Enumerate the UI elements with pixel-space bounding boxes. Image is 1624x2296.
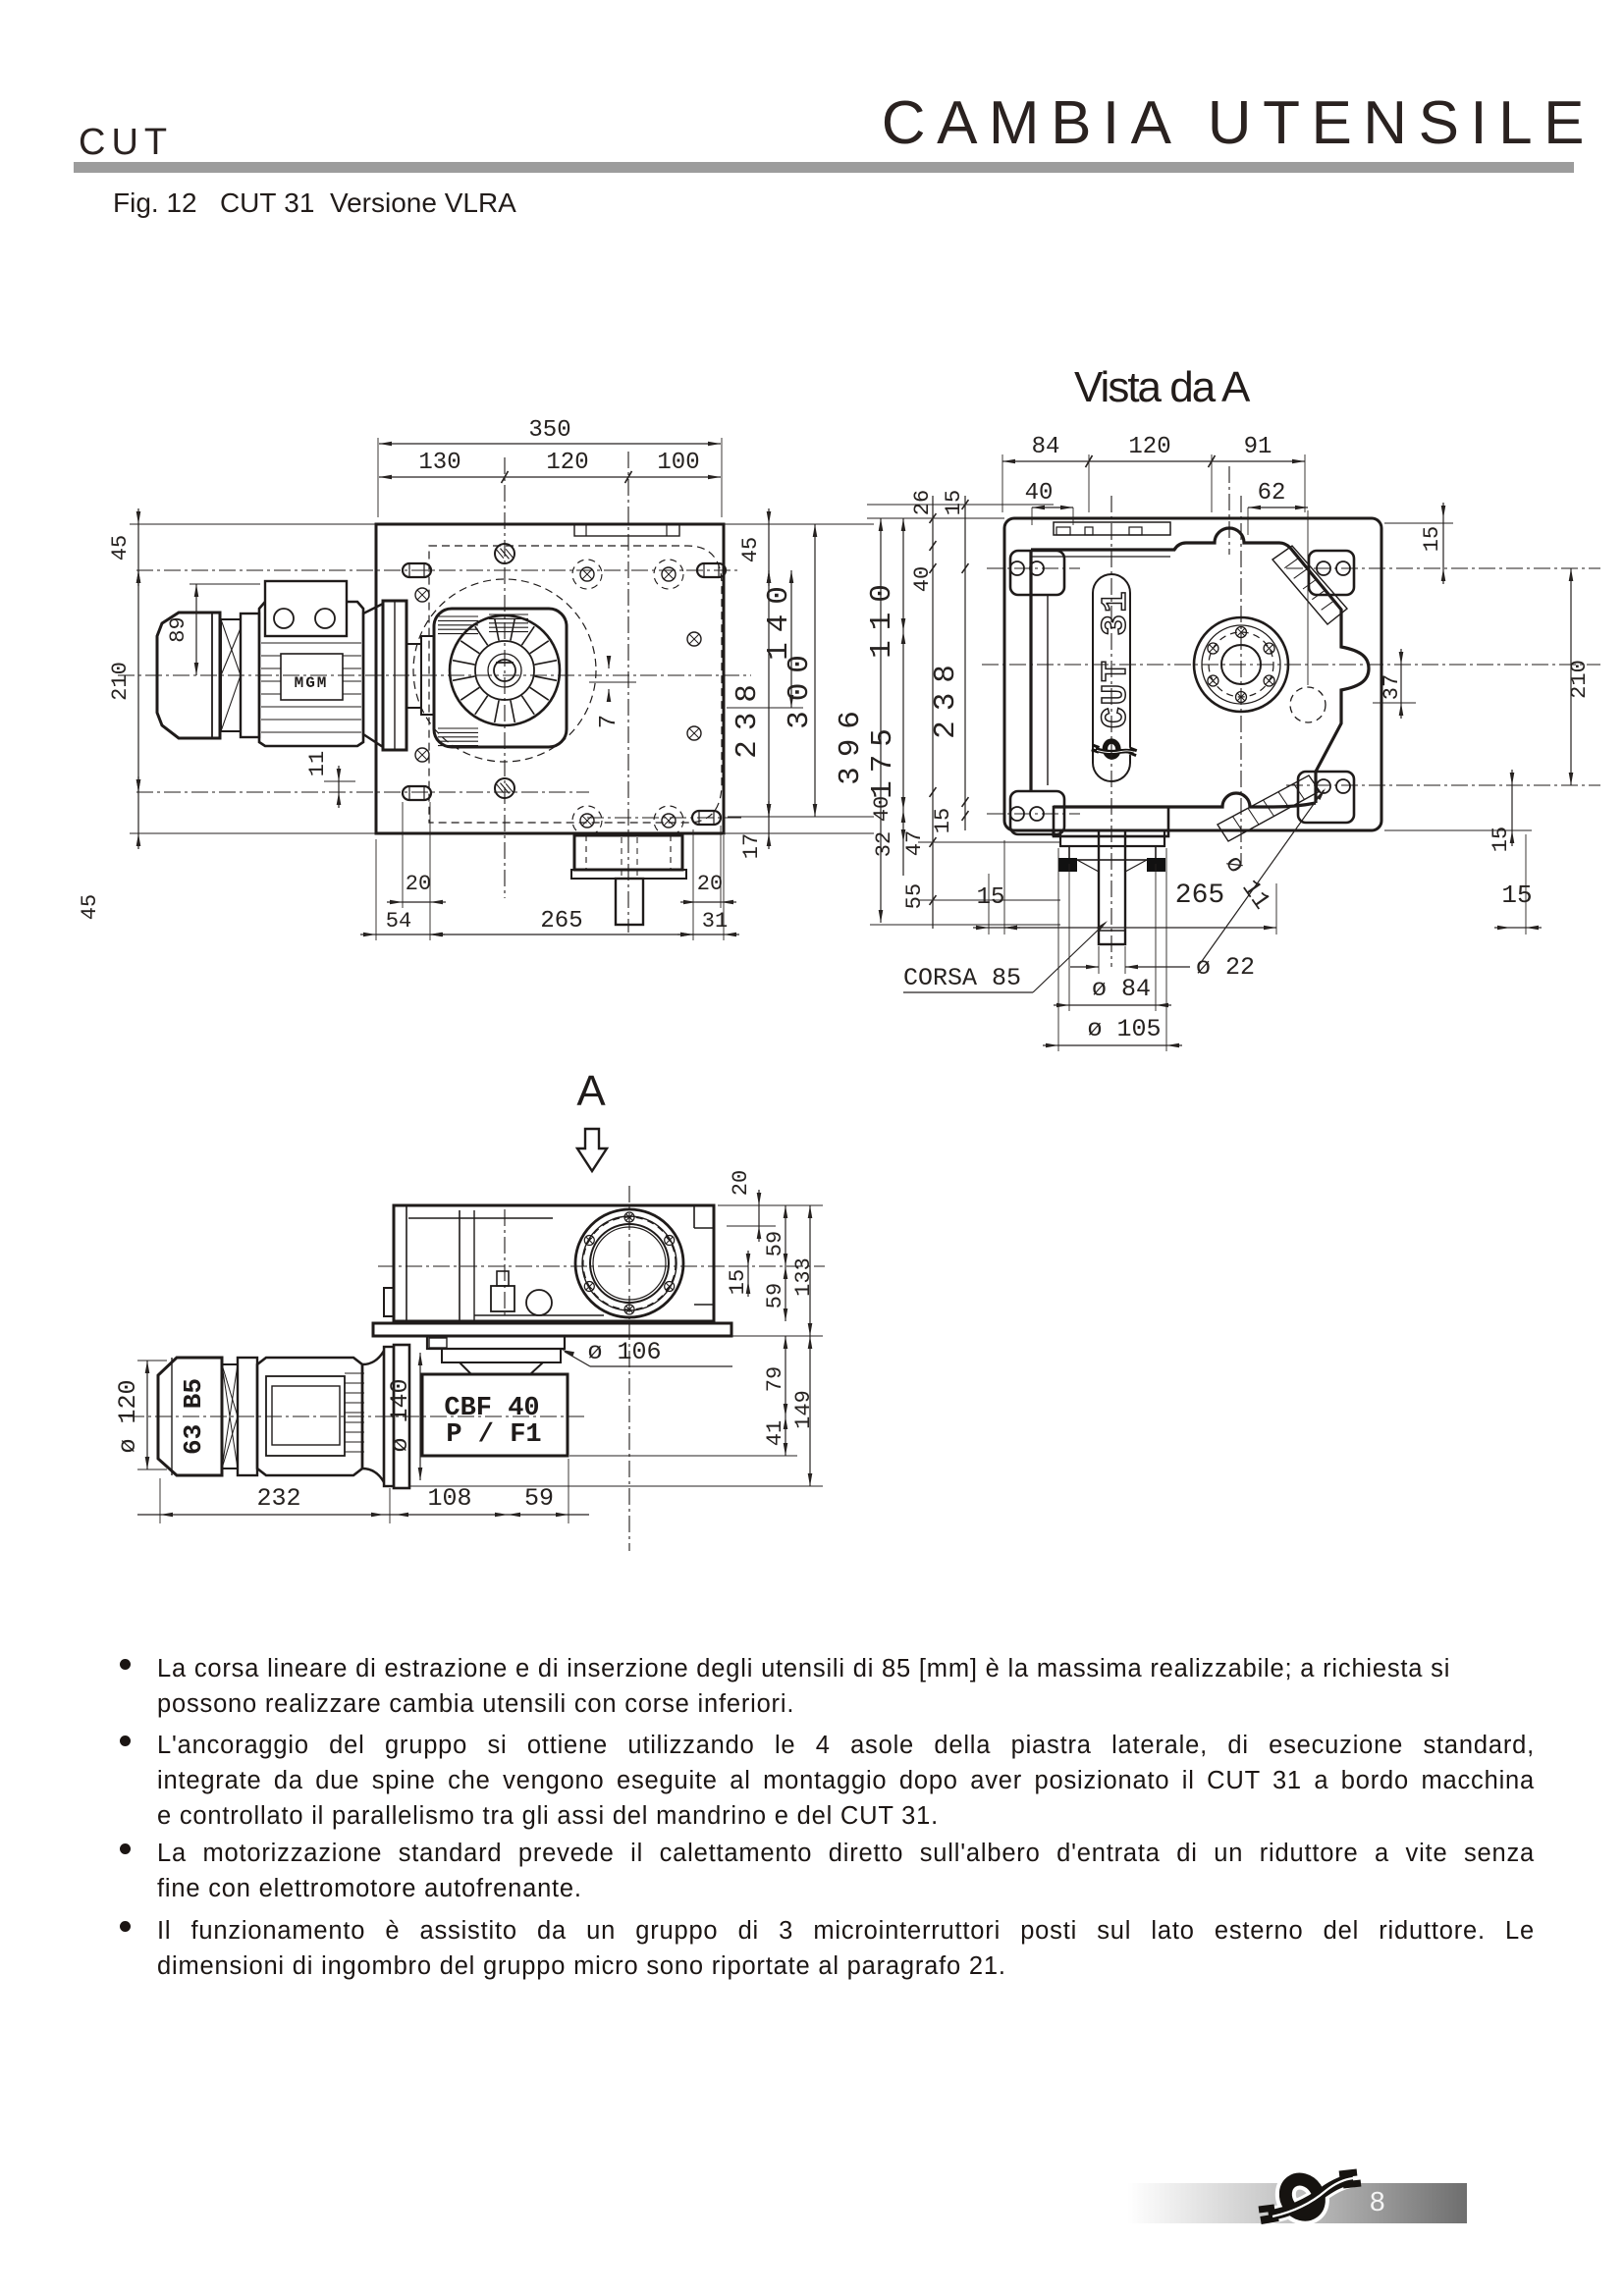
svg-text:59: 59 <box>763 1283 787 1308</box>
svg-text:79: 79 <box>763 1366 787 1392</box>
svg-text:ø 84: ø 84 <box>1092 975 1151 1003</box>
svg-text:32: 32 <box>872 831 896 857</box>
svg-text:37: 37 <box>1380 674 1404 700</box>
svg-text:20: 20 <box>697 872 723 896</box>
svg-text:40: 40 <box>910 566 935 592</box>
svg-text:265: 265 <box>540 908 582 934</box>
svg-text:149: 149 <box>791 1390 816 1429</box>
svg-text:ø 22: ø 22 <box>1196 953 1255 982</box>
svg-text:59: 59 <box>763 1231 787 1256</box>
svg-text:7: 7 <box>596 715 623 728</box>
svg-text:84: 84 <box>1032 434 1060 460</box>
svg-text:26: 26 <box>910 490 935 515</box>
svg-text:265: 265 <box>1175 881 1224 911</box>
svg-text:108: 108 <box>427 1484 471 1513</box>
svg-text:15: 15 <box>942 490 966 515</box>
svg-text:40: 40 <box>870 796 894 822</box>
svg-text:ø 140: ø 140 <box>386 1378 414 1452</box>
svg-text:89: 89 <box>166 616 190 642</box>
svg-text:A: A <box>576 1067 606 1115</box>
svg-text:CBF 40: CBF 40 <box>444 1394 539 1423</box>
svg-text:300: 300 <box>783 645 817 729</box>
svg-text:CORSA 85: CORSA 85 <box>903 964 1021 992</box>
svg-text:55: 55 <box>902 883 927 909</box>
svg-text:45: 45 <box>108 535 133 561</box>
svg-text:91: 91 <box>1244 434 1272 460</box>
svg-text:P / F1: P / F1 <box>446 1420 541 1450</box>
svg-text:120: 120 <box>546 450 588 476</box>
svg-text:MGM: MGM <box>295 674 329 692</box>
svg-text:15: 15 <box>1501 881 1532 910</box>
svg-text:140: 140 <box>762 576 796 661</box>
svg-text:59: 59 <box>524 1484 554 1513</box>
svg-text:133: 133 <box>791 1257 816 1297</box>
svg-text:45: 45 <box>738 537 763 562</box>
svg-text:238: 238 <box>929 655 963 739</box>
svg-text:396: 396 <box>834 701 868 785</box>
svg-text:54: 54 <box>386 909 411 934</box>
svg-text:20: 20 <box>406 872 431 896</box>
svg-text:41: 41 <box>763 1420 787 1446</box>
svg-text:ø 105: ø 105 <box>1087 1015 1161 1043</box>
svg-text:45: 45 <box>78 894 102 920</box>
svg-text:62: 62 <box>1258 480 1286 507</box>
svg-text:238: 238 <box>731 674 765 759</box>
svg-text:232: 232 <box>256 1484 300 1513</box>
svg-text:130: 130 <box>418 450 460 476</box>
svg-text:15: 15 <box>977 884 1005 911</box>
svg-text:11: 11 <box>305 751 330 776</box>
svg-text:350: 350 <box>528 417 570 444</box>
svg-text:ø 120: ø 120 <box>114 1379 142 1453</box>
svg-text:ø 11: ø 11 <box>1218 850 1275 915</box>
svg-text:100: 100 <box>657 450 699 476</box>
svg-text:15: 15 <box>1489 827 1513 852</box>
svg-text:47: 47 <box>902 830 927 856</box>
svg-text:120: 120 <box>1128 434 1170 460</box>
svg-text:20: 20 <box>729 1170 753 1196</box>
svg-text:210: 210 <box>1567 660 1592 699</box>
svg-text:15: 15 <box>726 1269 750 1295</box>
svg-text:CUT 31: CUT 31 <box>1096 589 1136 728</box>
svg-text:15: 15 <box>931 808 955 833</box>
svg-text:31: 31 <box>702 909 728 934</box>
svg-text:17: 17 <box>739 833 764 859</box>
svg-text:175: 175 <box>866 721 900 799</box>
svg-text:210: 210 <box>108 662 133 701</box>
svg-text:40: 40 <box>1025 480 1054 507</box>
svg-text:110: 110 <box>865 574 899 659</box>
svg-text:ø 106: ø 106 <box>587 1338 661 1366</box>
svg-text:15: 15 <box>1420 526 1444 552</box>
